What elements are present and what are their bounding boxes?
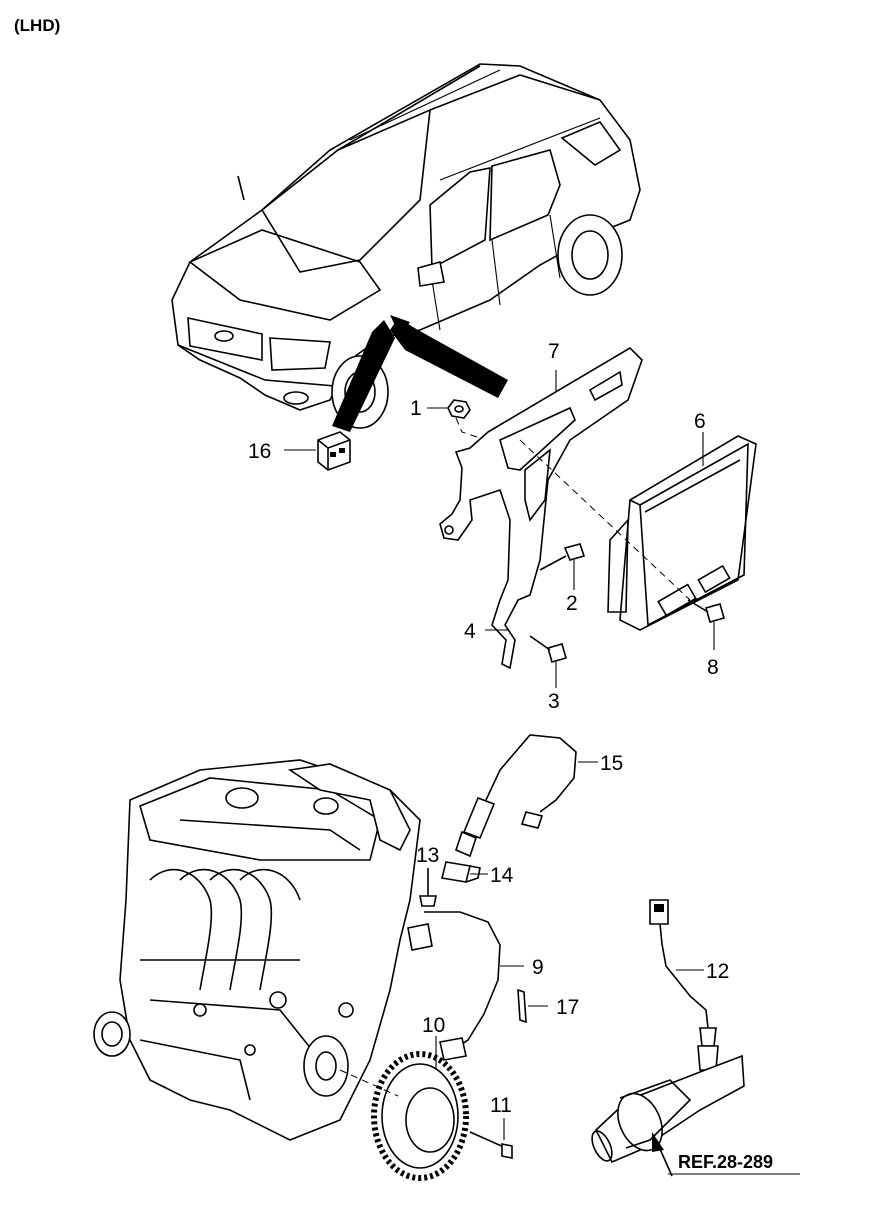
callout-4: 4 (464, 620, 476, 643)
callout-13: 13 (416, 844, 439, 867)
tone-wheel-part-10 (339, 1036, 469, 1181)
callout-2: 2 (566, 592, 578, 615)
callout-15: 15 (600, 752, 623, 775)
crank-sensor-part-9 (407, 911, 524, 1061)
bolt-part-8 (687, 599, 725, 650)
bolt-part-3 (529, 635, 567, 688)
callout-9: 9 (532, 956, 544, 979)
bolt-part-2 (539, 543, 586, 590)
bracket-part-7 (439, 346, 643, 670)
ecu-module-part-6 (519, 432, 757, 631)
callout-10: 10 (422, 1014, 445, 1037)
callout-6: 6 (694, 410, 706, 433)
relay-part-16 (284, 431, 351, 471)
callout-1: 1 (410, 397, 422, 420)
vehicle-illustration (171, 63, 641, 432)
callout-8: 8 (707, 656, 719, 679)
callout-11: 11 (490, 1094, 512, 1117)
bolt-part-11 (469, 1118, 513, 1159)
diagram-header: (LHD) (14, 16, 61, 35)
reference-label[interactable]: REF.28-289 (678, 1152, 773, 1172)
callout-7: 7 (548, 340, 560, 363)
callout-17: 17 (556, 996, 579, 1019)
callout-3: 3 (548, 690, 560, 713)
callout-14: 14 (490, 864, 514, 887)
callout-12: 12 (706, 960, 729, 983)
nut-part-1 (427, 399, 487, 441)
bolt-part-13 (419, 868, 437, 907)
engine-illustration (93, 759, 421, 1141)
callout-labels: 7 1 6 16 2 4 8 3 15 13 14 9 12 17 10 11 … (248, 340, 773, 1172)
callout-16: 16 (248, 440, 271, 463)
exhaust-pipe (591, 1054, 800, 1177)
oxygen-sensor-part-15 (455, 734, 598, 858)
clip-part-17 (517, 988, 548, 1024)
rear-oxygen-sensor-part-12 (649, 899, 719, 1071)
sensor-part-14 (441, 861, 488, 883)
